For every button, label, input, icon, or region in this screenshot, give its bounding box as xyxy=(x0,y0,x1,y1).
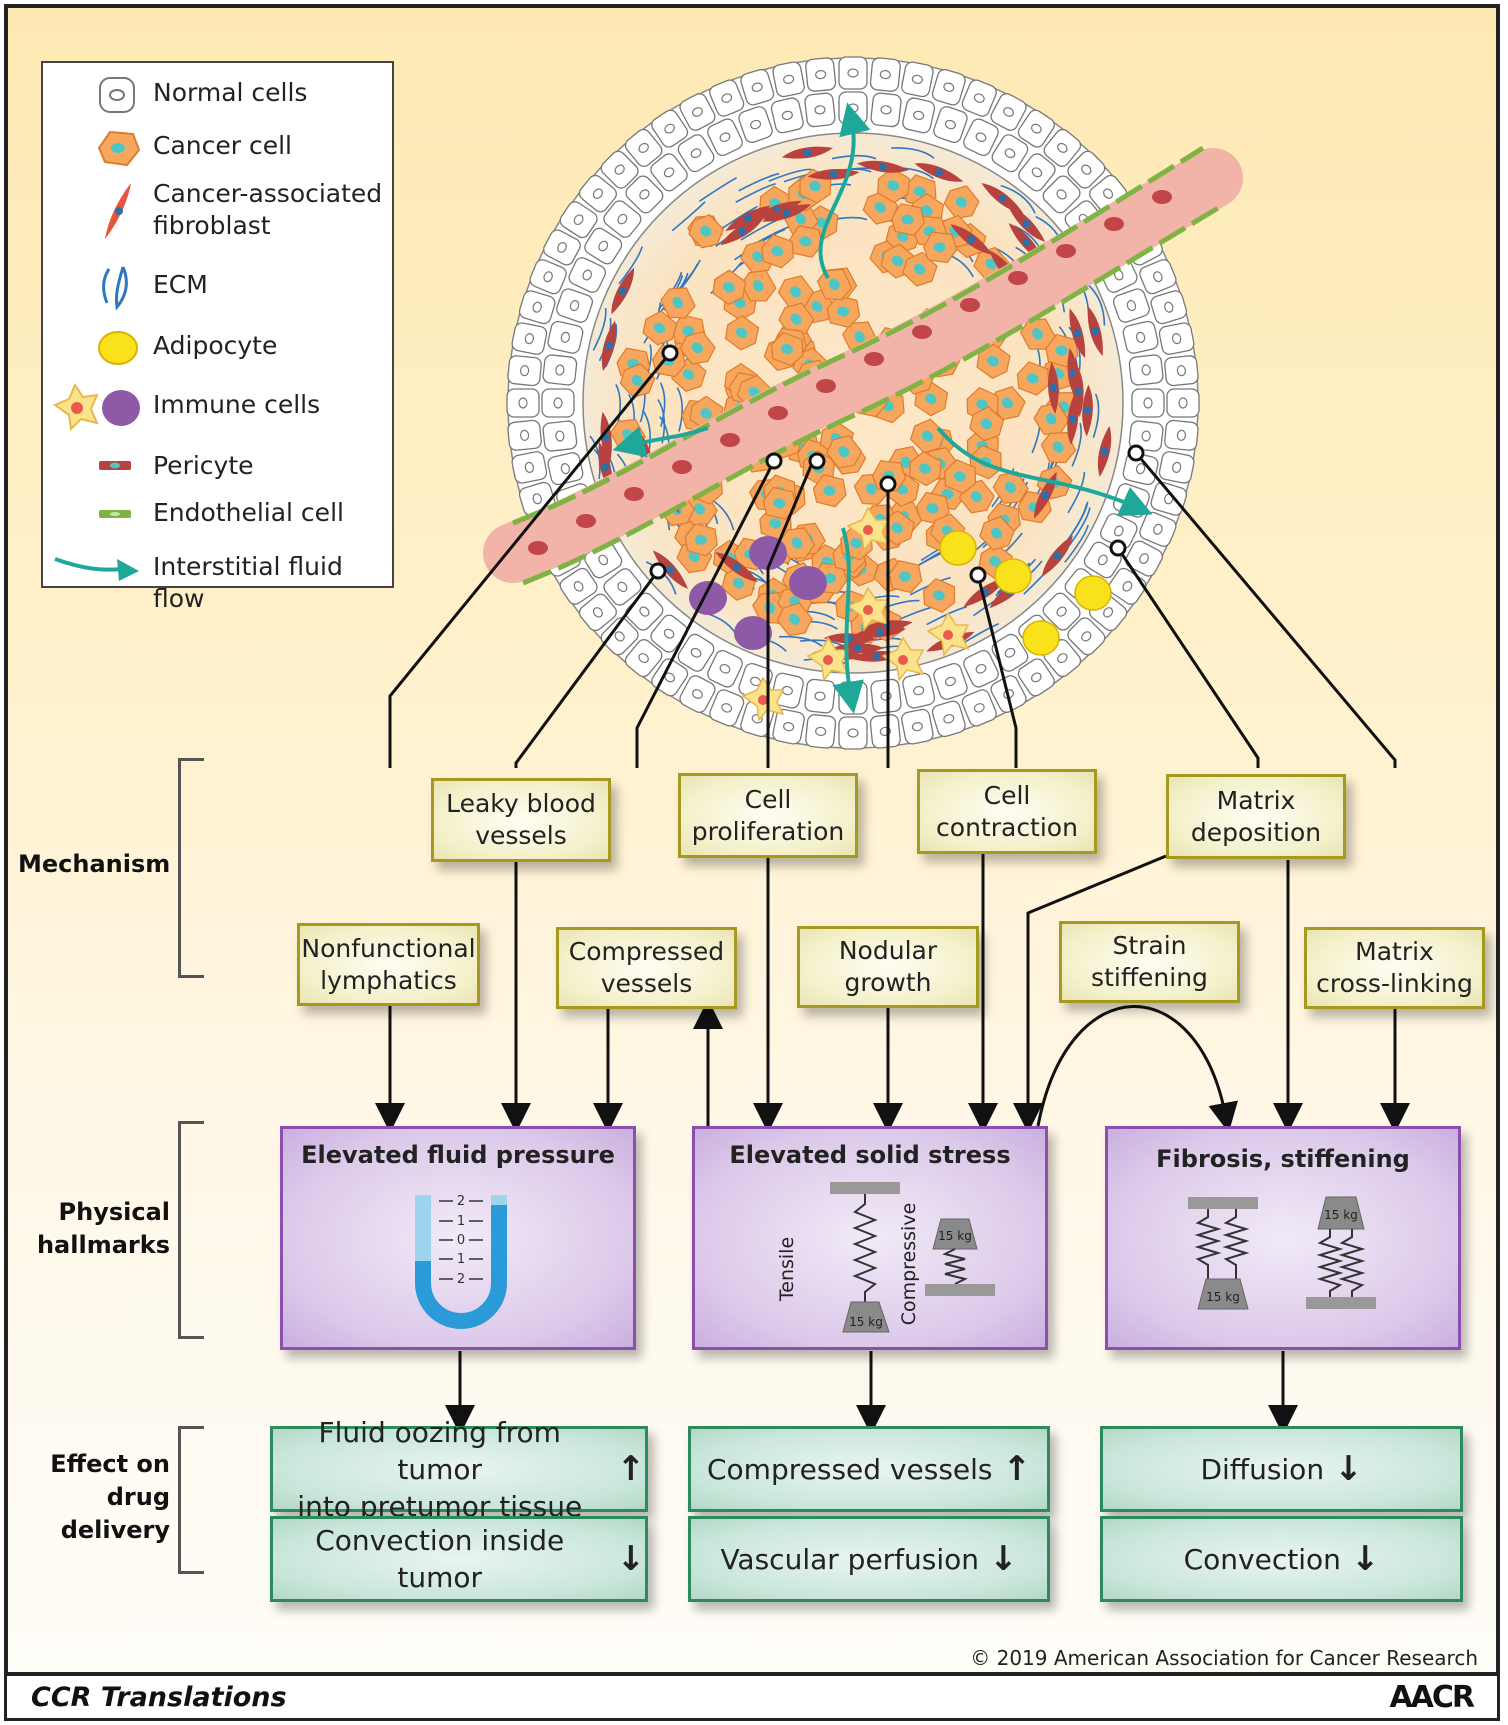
legend-item: Immune cells xyxy=(43,383,392,433)
legend-item: Endothelial cell xyxy=(43,495,392,531)
legend-label: Cancer-associated fibroblast xyxy=(153,179,383,240)
endothelial-cell-icon xyxy=(99,510,131,518)
fibrosis-springs-icon: 15 kg 15 kg xyxy=(1188,1196,1376,1310)
legend-item: Pericyte xyxy=(43,448,392,484)
hallmark-title: Elevated fluid pressure xyxy=(301,1141,615,1169)
footer-bar: CCR Translations AACR xyxy=(4,1676,1500,1721)
hallmark-fibrosis-stiffening[interactable]: Fibrosis, stiffening 15 kg 15 kg xyxy=(1105,1126,1461,1350)
arrow-down-icon: ↓ xyxy=(1350,1538,1380,1579)
tensile-label: Tensile xyxy=(776,1237,798,1302)
scale-tick: 2 xyxy=(457,1272,465,1287)
copyright-text: © 2019 American Association for Cancer R… xyxy=(970,1646,1478,1670)
interstitial-fluid-flow xyxy=(612,102,1153,714)
legend-label: Immune cells xyxy=(153,390,321,419)
compressive-label: Compressive xyxy=(898,1203,920,1326)
fibroblast-icon xyxy=(105,183,131,239)
bracket-effect xyxy=(178,1426,204,1574)
weight-label: 15 kg xyxy=(1206,1290,1240,1304)
effect-convection[interactable]: Convection ↓ xyxy=(1100,1516,1463,1602)
aacr-logo: AACR xyxy=(1389,1680,1475,1715)
figure-frame: Normal cells Cancer cell Cancer-associat… xyxy=(4,4,1500,1676)
arrow-down-icon: ↓ xyxy=(616,1538,646,1579)
legend-item: Cancer-associated fibroblast xyxy=(43,178,392,248)
legend-item: Cancer cell xyxy=(43,126,392,167)
hallmark-elevated-solid-stress[interactable]: Elevated solid stress 15 kg Tensile Comp… xyxy=(692,1126,1048,1350)
legend-label: Normal cells xyxy=(153,78,308,107)
legend-label: ECM xyxy=(153,270,208,299)
hallmark-title: Elevated solid stress xyxy=(729,1141,1011,1169)
effect-text: Vascular perfusion xyxy=(720,1542,980,1576)
mechanism-matrix-deposition[interactable]: Matrix deposition xyxy=(1166,774,1346,859)
effect-fluid-oozing[interactable]: Fluid oozing from tumor into pretumor ti… xyxy=(270,1416,648,1523)
effect-text: Diffusion xyxy=(1200,1452,1325,1486)
mechanism-nonfunctional-lymphatics[interactable]: Nonfunctional lymphatics xyxy=(297,923,480,1006)
mechanism-leaky-blood-vessels[interactable]: Leaky blood vessels xyxy=(431,778,611,862)
hallmark-elevated-fluid-pressure[interactable]: Elevated fluid pressure 2 1 0 1 2 xyxy=(280,1126,636,1350)
connector-endpoints xyxy=(649,344,1145,584)
mechanism-cell-proliferation[interactable]: Cell proliferation xyxy=(678,773,858,858)
mechanism-cell-contraction[interactable]: Cell contraction xyxy=(917,769,1097,854)
effect-diffusion[interactable]: Diffusion ↓ xyxy=(1100,1426,1463,1512)
solid-stress-springs-icon: 15 kg Tensile Compressive 15 kg xyxy=(776,1182,995,1333)
effect-vascular-perfusion[interactable]: Vascular perfusion ↓ xyxy=(688,1516,1050,1602)
u-tube-manometer-icon: 2 1 0 1 2 xyxy=(415,1194,507,1329)
row-label-mechanism: Mechanism xyxy=(18,850,171,878)
effect-text: Fluid oozing from tumor into pretumor ti… xyxy=(297,1415,583,1523)
effect-convection-inside-tumor[interactable]: Convection inside tumor ↓ xyxy=(270,1516,648,1602)
legend-label: Adipocyte xyxy=(153,331,278,360)
row-label-effect: Effect on drug delivery xyxy=(50,1450,170,1544)
scale-tick: 1 xyxy=(457,1252,465,1267)
scale-tick: 1 xyxy=(457,1214,465,1229)
ecm-icon xyxy=(102,266,128,311)
cancer-cell-icon xyxy=(97,130,141,167)
effect-text: Convection xyxy=(1183,1542,1341,1576)
legend-item: ECM xyxy=(43,263,392,313)
immune-cells-icon xyxy=(52,383,140,431)
adipocyte-icon xyxy=(98,331,138,365)
arrow-down-icon: ↓ xyxy=(1334,1448,1363,1489)
mechanism-strain-stiffening[interactable]: Strain stiffening xyxy=(1059,921,1240,1003)
arrow-up-icon: ↑ xyxy=(1002,1448,1032,1489)
weight-label: 15 kg xyxy=(1324,1208,1358,1222)
legend-label: Pericyte xyxy=(153,451,254,480)
legend-label: Cancer cell xyxy=(153,131,292,160)
journal-title: CCR Translations xyxy=(31,1682,287,1713)
effect-text: Compressed vessels xyxy=(707,1452,993,1486)
mechanism-matrix-cross-linking[interactable]: Matrix cross-linking xyxy=(1304,927,1485,1009)
weight-label: 15 kg xyxy=(849,1315,883,1329)
immune-cells xyxy=(689,506,970,722)
normal-cell-icon xyxy=(99,77,135,113)
blood-vessel xyxy=(483,145,1243,586)
bracket-physical-hallmarks xyxy=(178,1121,204,1339)
tumor-illustration xyxy=(388,56,1397,768)
legend-item: Interstitial fluid flow xyxy=(43,547,392,613)
legend: Normal cells Cancer cell Cancer-associat… xyxy=(41,61,394,613)
hallmark-title: Fibrosis, stiffening xyxy=(1156,1145,1410,1173)
mechanism-nodular-growth[interactable]: Nodular growth xyxy=(797,926,979,1008)
pericyte-icon xyxy=(99,461,131,470)
mechanism-compressed-vessels[interactable]: Compressed vessels xyxy=(556,927,737,1009)
legend-item: Adipocyte xyxy=(43,328,392,368)
arrow-up-icon: ↑ xyxy=(616,1448,646,1489)
adipocytes xyxy=(939,530,1112,656)
scale-tick: 2 xyxy=(457,1194,465,1209)
connector-lines xyxy=(388,352,1397,768)
legend-item: Normal cells xyxy=(43,73,392,113)
legend-label: Endothelial cell xyxy=(153,498,344,527)
scale-tick: 0 xyxy=(457,1233,465,1248)
weight-label: 15 kg xyxy=(938,1229,972,1243)
effect-text: Convection inside tumor xyxy=(315,1524,565,1594)
legend-label: Interstitial fluid flow xyxy=(153,552,343,613)
bracket-mechanism xyxy=(178,758,204,978)
fluid-flow-arrow-icon xyxy=(54,557,139,581)
effect-compressed-vessels[interactable]: Compressed vessels ↑ xyxy=(688,1426,1050,1512)
row-label-physical-hallmarks: Physical hallmarks xyxy=(36,1198,170,1259)
arrow-down-icon: ↓ xyxy=(989,1538,1018,1579)
